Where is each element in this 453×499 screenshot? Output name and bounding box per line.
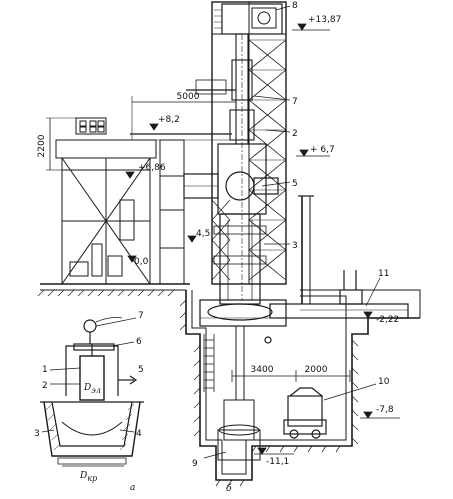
dimension-2200: 2200 [37,117,76,171]
upper-platform [130,79,236,141]
callout-2: 2 [292,129,298,139]
d-electrode-symbol: Dэл [83,383,101,395]
inset-callout-3: 3 [34,429,40,439]
left-truss-structure [55,117,185,285]
inset-callout-5: 5 [138,365,144,375]
elevation-0-0: 0,0 [134,257,149,267]
tower [211,1,287,285]
furnace-chamber [183,143,279,215]
inset-callout-7: 7 [138,311,144,321]
elevation-minus-2-22: -2,22 [376,315,399,325]
electrode-column [229,33,255,300]
withdrawal-rod [217,326,261,461]
dimension-5000: 5000 [131,92,236,140]
elevation-minus-11-1: -11,1 [266,457,289,467]
inset-crucible-hatching [45,403,135,451]
callout-leaders-inset [41,317,137,433]
inset-callout-4: 4 [136,429,142,439]
callout-9: 9 [192,459,198,469]
ingot-cart [283,387,327,439]
inset-schematic [40,317,144,465]
dim-3400-label: 3400 [251,365,274,375]
elevation-6-7: + 6,7 [310,145,335,155]
callout-10: 10 [378,377,390,387]
callout-11: 11 [378,269,389,279]
inset-callout-1: 1 [42,365,48,375]
ground-hatching [37,289,359,487]
callout-7: 7 [292,97,298,107]
callout-3: 3 [292,241,298,251]
pit-ladder [203,334,215,392]
dimension-3400-2000 [231,370,351,382]
callout-5: 5 [292,179,298,189]
rail-track [269,195,409,319]
elevation-13-87: +13,87 [308,15,341,25]
caption-b: б [226,483,232,494]
inset-callout-2: 2 [42,381,48,391]
elevation-4-5: 4,5 [196,229,210,239]
elevation-minus-7-8: -7,8 [376,405,394,415]
turntable [199,299,287,344]
callout-leaders-main [203,5,381,459]
dim-2000-label: 2000 [305,365,328,375]
elevation-6-86: +6,86 [138,163,166,173]
ground-and-pit [40,283,421,481]
callout-8: 8 [292,1,298,11]
caption-a: а [130,483,135,493]
inset-callout-6: 6 [136,337,142,347]
dim-5000-label: 5000 [177,92,200,102]
elevation-marks [125,23,400,455]
dim-2200-label: 2200 [37,134,47,157]
d-crucible-symbol: Dкр [79,471,97,483]
elevation-8-2: +8,2 [158,115,180,125]
